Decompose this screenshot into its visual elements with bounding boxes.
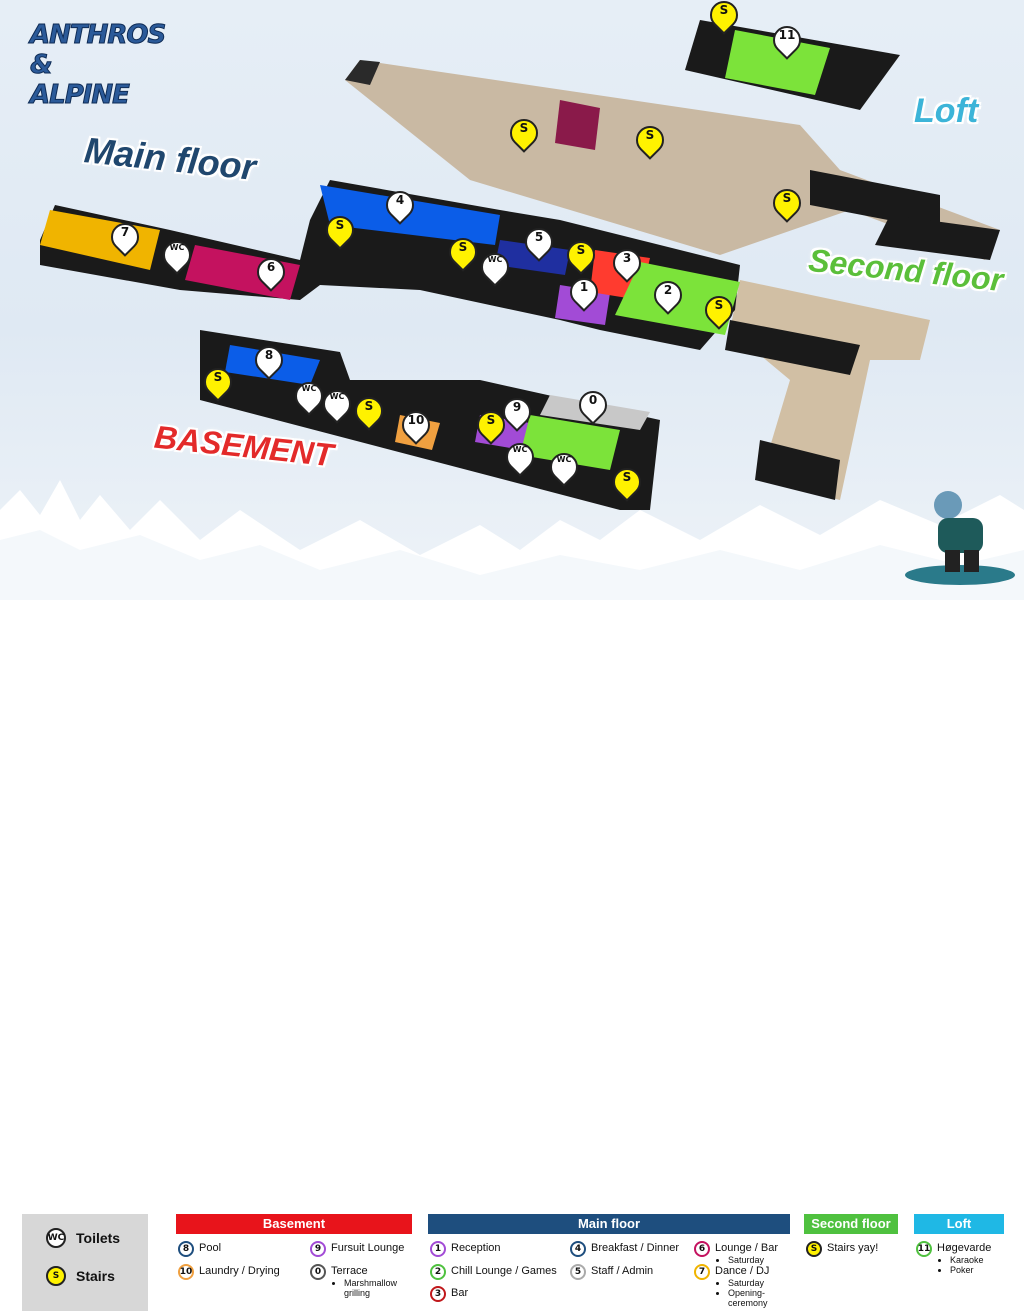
brand-logo: ANTHROS & ALPINE [30, 20, 167, 111]
legend-header-loft: Loft [914, 1214, 1004, 1234]
legend-item-laundry: 10 Laundry / Drying [178, 1264, 308, 1280]
legend-item-bar: 3 Bar [430, 1286, 560, 1302]
legend-stairs: S Stairs [46, 1266, 115, 1286]
legend-item-staff: 5 Staff / Admin [570, 1264, 690, 1280]
room-breakfast-dinner [320, 185, 500, 245]
legend-item-pool: 8 Pool [178, 1241, 298, 1257]
legend-item-breakfast: 4 Breakfast / Dinner [570, 1241, 690, 1257]
snowboarder-mascot [905, 491, 1015, 585]
legend-item-lounge-bar: 6 Lounge / Bar Saturday [694, 1241, 790, 1265]
legend-header-second: Second floor [804, 1214, 898, 1234]
floor-plan-drawing [40, 20, 1000, 510]
floor-plan-map: 11 S S S S 7 WC 6 4 S S WC 5 S 3 1 2 S 8… [0, 0, 1024, 600]
stairs-icon: S [46, 1266, 66, 1286]
legend-header-main: Main floor [428, 1214, 790, 1234]
legend-item-reception: 1 Reception [430, 1241, 560, 1257]
legend-item-dance: 7 Dance / DJ SaturdayOpening-ceremony [694, 1264, 790, 1308]
snow-mountains [0, 480, 1024, 600]
legend-item-terrace: 0 Terrace Marshmallow grilling [310, 1264, 414, 1298]
room-hogevarde [725, 30, 830, 95]
legend-item-hogevarde: 11 Høgevarde KaraokePoker [916, 1241, 1006, 1275]
legend-item-stairs-yay: S Stairs yay! [806, 1241, 900, 1257]
legend: WC Toilets S Stairs Basement 8 Pool 10 L… [0, 600, 1024, 1311]
second-floor [345, 60, 1000, 500]
legend-toilets: WC Toilets [46, 1228, 121, 1248]
label-loft: Loft [914, 92, 979, 130]
wc-icon: WC [46, 1228, 66, 1248]
room-terrace [520, 415, 620, 470]
loft-floor [685, 20, 900, 110]
legend-item-fursuit: 9 Fursuit Lounge [310, 1241, 414, 1257]
legend-header-basement: Basement [176, 1214, 412, 1234]
legend-item-chill: 2 Chill Lounge / Games [430, 1264, 570, 1280]
